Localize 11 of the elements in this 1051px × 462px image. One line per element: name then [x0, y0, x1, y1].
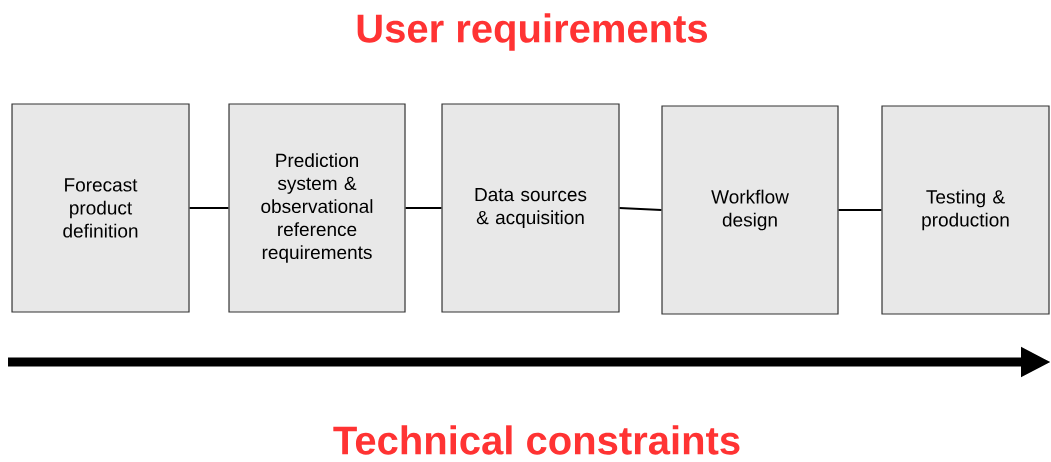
process-box: Workflow design [661, 105, 839, 315]
connector-line [837, 209, 883, 211]
heading: User requirements [357, 13, 708, 51]
connector-line [404, 207, 443, 209]
process-box: Forecast product definition [11, 103, 190, 313]
process-box: Prediction system & observational reference requirements [228, 103, 406, 313]
heading: Technical constraints [333, 425, 740, 455]
process-box: Data sources & acquisition [441, 103, 620, 313]
connector-line [618, 207, 663, 211]
process-box: Testing & production [881, 105, 1050, 315]
connector-line [188, 207, 230, 209]
